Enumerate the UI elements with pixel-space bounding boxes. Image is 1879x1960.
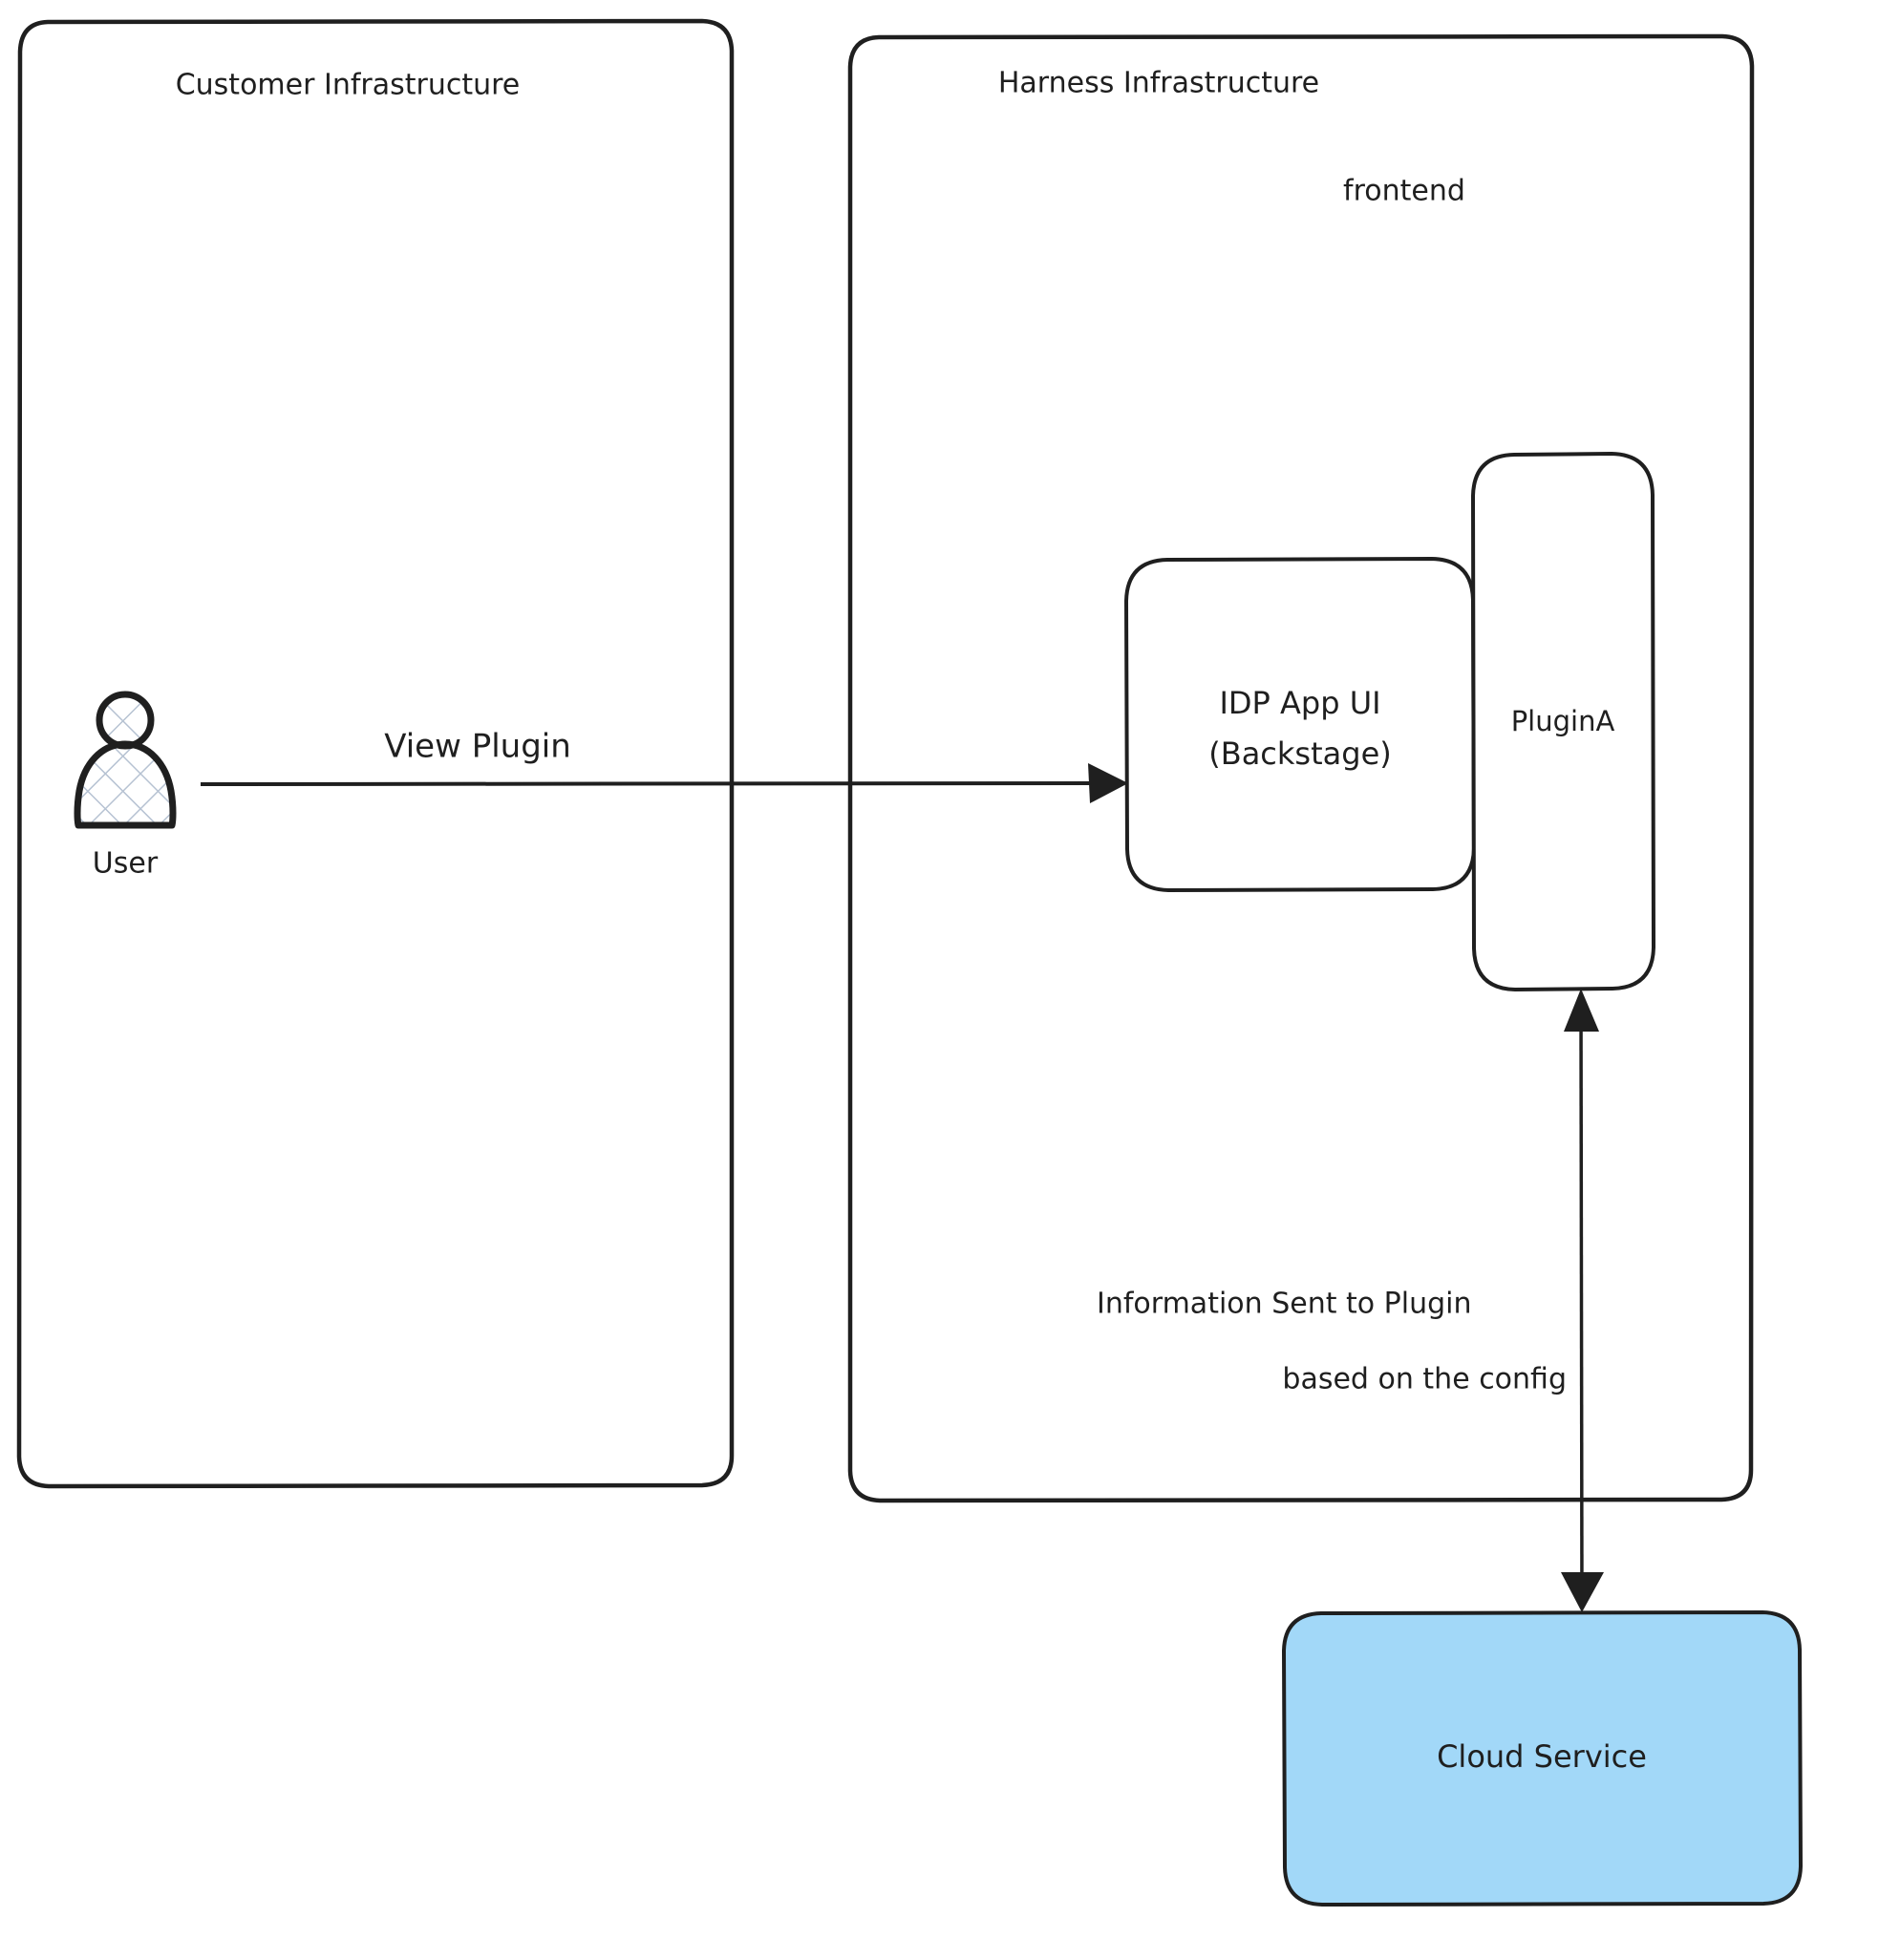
harness-infrastructure-border: [847, 33, 1755, 1503]
cloud-service-box[interactable]: [1281, 1609, 1804, 1907]
container-harness-infrastructure: Harness Infrastructure: [847, 33, 1755, 1503]
user-label: User: [93, 847, 159, 881]
plugin-a-box[interactable]: [1471, 452, 1655, 991]
plugin-cloud-label-line2: based on the config: [1282, 1363, 1567, 1396]
edge-plugin-cloud: Information Sent to Plugin based on the …: [1097, 989, 1604, 1612]
plugin-cloud-label-line1: Information Sent to Plugin: [1097, 1288, 1472, 1321]
idp-app-ui-label-line1: IDP App UI: [1219, 685, 1380, 721]
node-cloud-service[interactable]: Cloud Service: [1281, 1609, 1804, 1907]
node-plugin-a[interactable]: PluginA: [1471, 452, 1655, 991]
frontend-label: frontend: [1343, 175, 1465, 208]
customer-infrastructure-border: [16, 18, 735, 1489]
view-plugin-arrowhead-icon: [1088, 763, 1128, 803]
idp-app-ui-box[interactable]: [1124, 557, 1476, 892]
container-customer-infrastructure: Customer Infrastructure: [16, 18, 735, 1489]
view-plugin-label: View Plugin: [384, 728, 571, 766]
group-frontend: frontend: [1343, 175, 1465, 208]
harness-infrastructure-title: Harness Infrastructure: [998, 67, 1319, 100]
idp-app-ui-label-line2: (Backstage): [1208, 735, 1391, 772]
plugin-cloud-line: [1579, 1002, 1584, 1601]
customer-infrastructure-title: Customer Infrastructure: [176, 69, 521, 102]
plugin-a-label: PluginA: [1511, 705, 1615, 737]
plugin-cloud-arrowhead-up-icon: [1564, 989, 1599, 1032]
cloud-service-label: Cloud Service: [1437, 1738, 1647, 1775]
node-idp-app-ui[interactable]: IDP App UI (Backstage): [1124, 557, 1476, 892]
user-body-icon: [74, 740, 177, 829]
view-plugin-line: [200, 781, 1114, 786]
plugin-cloud-arrowhead-down-icon: [1561, 1572, 1604, 1612]
edge-view-plugin: View Plugin: [200, 728, 1128, 803]
node-user: User: [74, 691, 177, 881]
